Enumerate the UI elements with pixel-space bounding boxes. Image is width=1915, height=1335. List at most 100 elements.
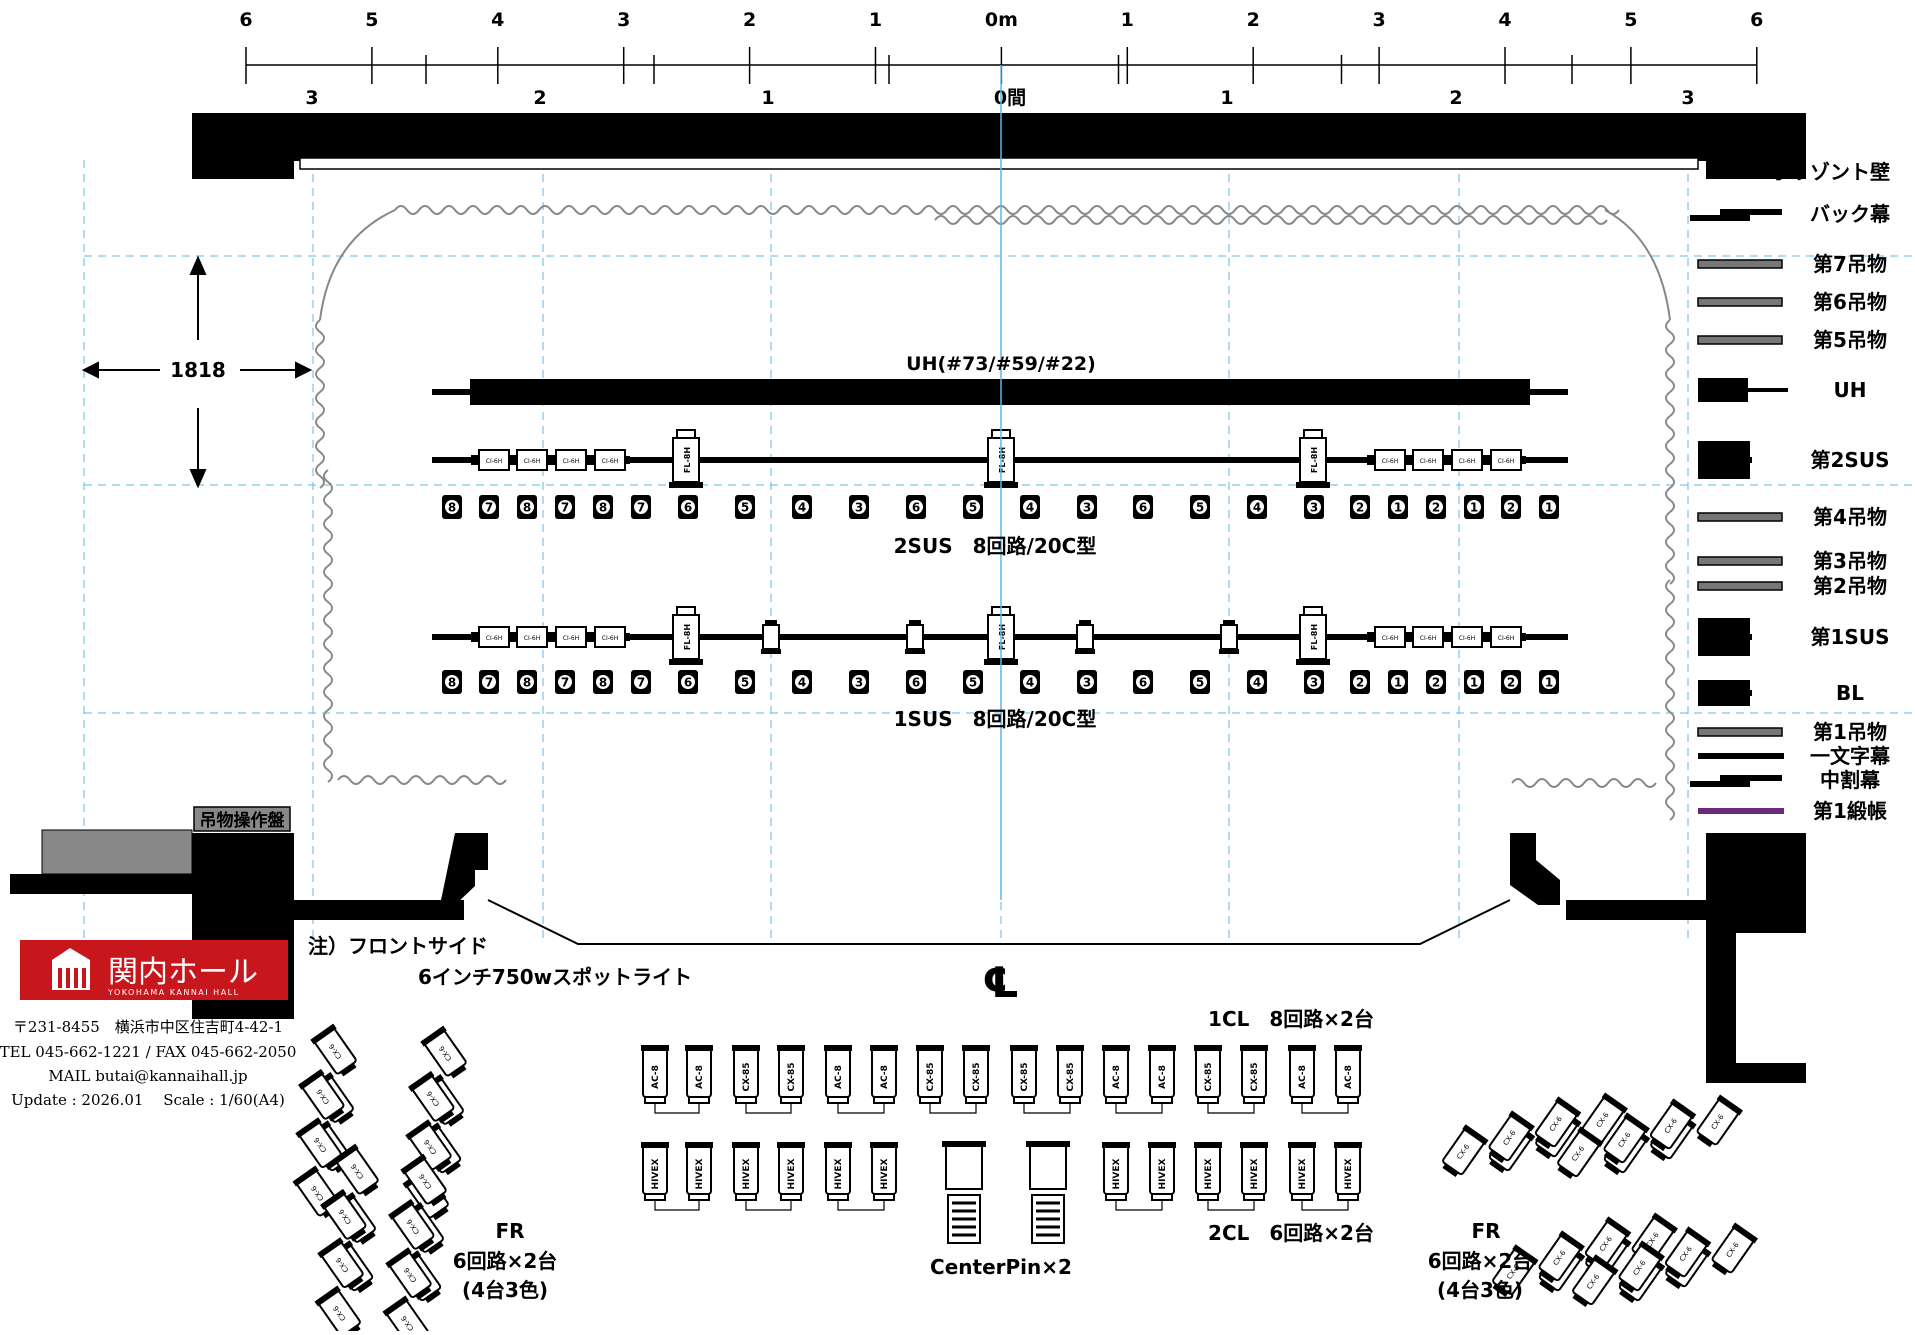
circuit-number: 3 <box>855 501 863 515</box>
ci-6h-fixture <box>470 626 515 648</box>
fr-left-line1: FR <box>495 1219 524 1243</box>
ci-6h-fixture <box>508 449 553 471</box>
fr-fixture-group: CX-6CX-6CX-6CX-6CX-6CX-6 <box>401 1024 473 1225</box>
logo-name: 関内ホール <box>108 955 258 990</box>
legend-label: UH <box>1834 378 1867 402</box>
address-line1: 〒231-8455 横浜市中区住吉町4-42-1 <box>13 1018 283 1036</box>
circuit-number: 5 <box>741 676 749 690</box>
cl-fixture-label: HIVEX <box>651 1158 661 1189</box>
cl-fixture-label: HIVEX <box>834 1158 844 1189</box>
small-spot-fixture <box>1074 619 1096 655</box>
sus2-batten <box>432 429 1568 489</box>
ci-6h-fixture <box>470 449 515 471</box>
cl-fixture-label: AC-8 <box>834 1065 844 1089</box>
sus1-label: 1SUS 8回路/20C型 <box>894 707 1097 731</box>
circuit-number: 7 <box>637 501 645 515</box>
circuit-number: 7 <box>485 676 493 690</box>
fr-fixture-group: CX-6CX-6CX-6CX-6CX-6CX-6 <box>1551 1093 1744 1184</box>
circuit-number: 4 <box>1253 676 1261 690</box>
cl-fixture-label: CX-85 <box>742 1062 752 1091</box>
fl-8h-fixture <box>1295 429 1331 489</box>
ruler-ken-label: 0間 <box>994 87 1026 109</box>
circuit-number: 5 <box>1196 501 1204 515</box>
fr-right-line2: 6回路×2台 <box>1428 1249 1533 1273</box>
ruler-ken-label: 1 <box>761 87 774 109</box>
circuit-number: 1 <box>1394 501 1402 515</box>
front-side-note-line2: 6インチ750wスポットライト <box>418 965 692 989</box>
ci-6h-fixture <box>586 449 631 471</box>
ci-6h-fixture <box>586 626 631 648</box>
fl-8h-fixture <box>668 429 704 489</box>
fr-right-line3: (4台3色) <box>1437 1278 1523 1302</box>
legend-label: バック幕 <box>1810 202 1891 226</box>
cl-fixture-label: HIVEX <box>1250 1158 1260 1189</box>
circuit-number: 2 <box>1507 501 1515 515</box>
ruler-ken-label: 2 <box>533 87 546 109</box>
legend-label: 中割幕 <box>1820 768 1881 792</box>
dimension-1818 <box>81 255 313 489</box>
fr-fixture-group: CX-6CX-6CX-6CX-6CX-6CX-6 <box>1436 1091 1629 1182</box>
circuit-number: 2 <box>1356 501 1364 515</box>
circuit-number: 3 <box>1310 501 1318 515</box>
legend-label: 第5吊物 <box>1813 328 1887 352</box>
ruler-ken-label: 3 <box>305 87 318 109</box>
cl1-label: 1CL 8回路×2台 <box>1208 1007 1374 1031</box>
circuit-number: 1 <box>1470 501 1478 515</box>
cl-fixture-label: AC-8 <box>651 1065 661 1089</box>
uh-label: UH(#73/#59/#22) <box>906 353 1096 375</box>
legend-label: 第1SUS <box>1811 625 1890 649</box>
fr-fixture-group: CX-6CX-6CX-6CX-6CX-6CX-6 <box>381 1152 453 1335</box>
circuit-number: 4 <box>1026 501 1034 515</box>
cl-fixture-label: CX-85 <box>1020 1062 1030 1091</box>
ruler-meter-label: 4 <box>1498 9 1511 31</box>
ruler-meter-label: 6 <box>1750 9 1763 31</box>
circuit-number: 3 <box>1083 501 1091 515</box>
ruler-ken-label: 3 <box>1681 87 1694 109</box>
cl-fixture-label: AC-8 <box>1112 1065 1122 1089</box>
legend-label: 第6吊物 <box>1813 290 1887 314</box>
stage-front-edge <box>487 899 1511 945</box>
circuit-number: 4 <box>798 676 806 690</box>
cl-fixture-label: CX-85 <box>926 1062 936 1091</box>
circuit-number: 6 <box>684 501 692 515</box>
address-line4: Update : 2026.01 Scale : 1/60(A4) <box>11 1091 285 1109</box>
legend-label: 第4吊物 <box>1813 505 1887 529</box>
uh-batten <box>432 379 1568 405</box>
cl-fixture-label: CX-85 <box>787 1062 797 1091</box>
ci-6h-fixture <box>1366 626 1411 648</box>
ruler-meter-label: 5 <box>365 9 378 31</box>
ruler-ken-label: 2 <box>1449 87 1462 109</box>
fr-left-line2: 6回路×2台 <box>453 1249 558 1273</box>
circuit-number: 3 <box>855 676 863 690</box>
fr-left-line3: (4台3色) <box>462 1278 548 1302</box>
ruler-meter-label: 1 <box>1121 9 1134 31</box>
ruler-ken-label: 1 <box>1220 87 1233 109</box>
kannai-hall-logo: 関内ホール YOKOHAMA KANNAI HALL <box>20 940 288 1000</box>
fr-fixture-group: CX-6CX-6CX-6CX-6CX-6CX-6 <box>313 1142 385 1335</box>
circuit-number: 2 <box>1356 676 1364 690</box>
circuit-number: 8 <box>599 501 607 515</box>
cl-fixture-label: HIVEX <box>1298 1158 1308 1189</box>
cl-fixture-label: HIVEX <box>787 1158 797 1189</box>
circuit-number: 1 <box>1545 501 1553 515</box>
ruler-meter-label: 5 <box>1624 9 1637 31</box>
fl-8h-fixture <box>668 606 704 666</box>
cl-fixture-label: HIVEX <box>695 1158 705 1189</box>
ruler-meter-label: 0m <box>985 9 1018 31</box>
small-spot-fixture <box>760 619 782 655</box>
ci-6h-fixture <box>1404 449 1449 471</box>
ci-6h-fixture <box>508 626 553 648</box>
legend-label: 第1緞帳 <box>1813 799 1887 823</box>
legend-label: 第7吊物 <box>1813 252 1887 276</box>
cl-fixture-label: CX-85 <box>1066 1062 1076 1091</box>
small-spot-fixture <box>904 619 926 655</box>
circuit-number: 6 <box>1139 676 1147 690</box>
sus2-label: 2SUS 8回路/20C型 <box>894 534 1097 558</box>
cl-fixture-label: HIVEX <box>1158 1158 1168 1189</box>
legend-label: 第2吊物 <box>1813 574 1887 598</box>
